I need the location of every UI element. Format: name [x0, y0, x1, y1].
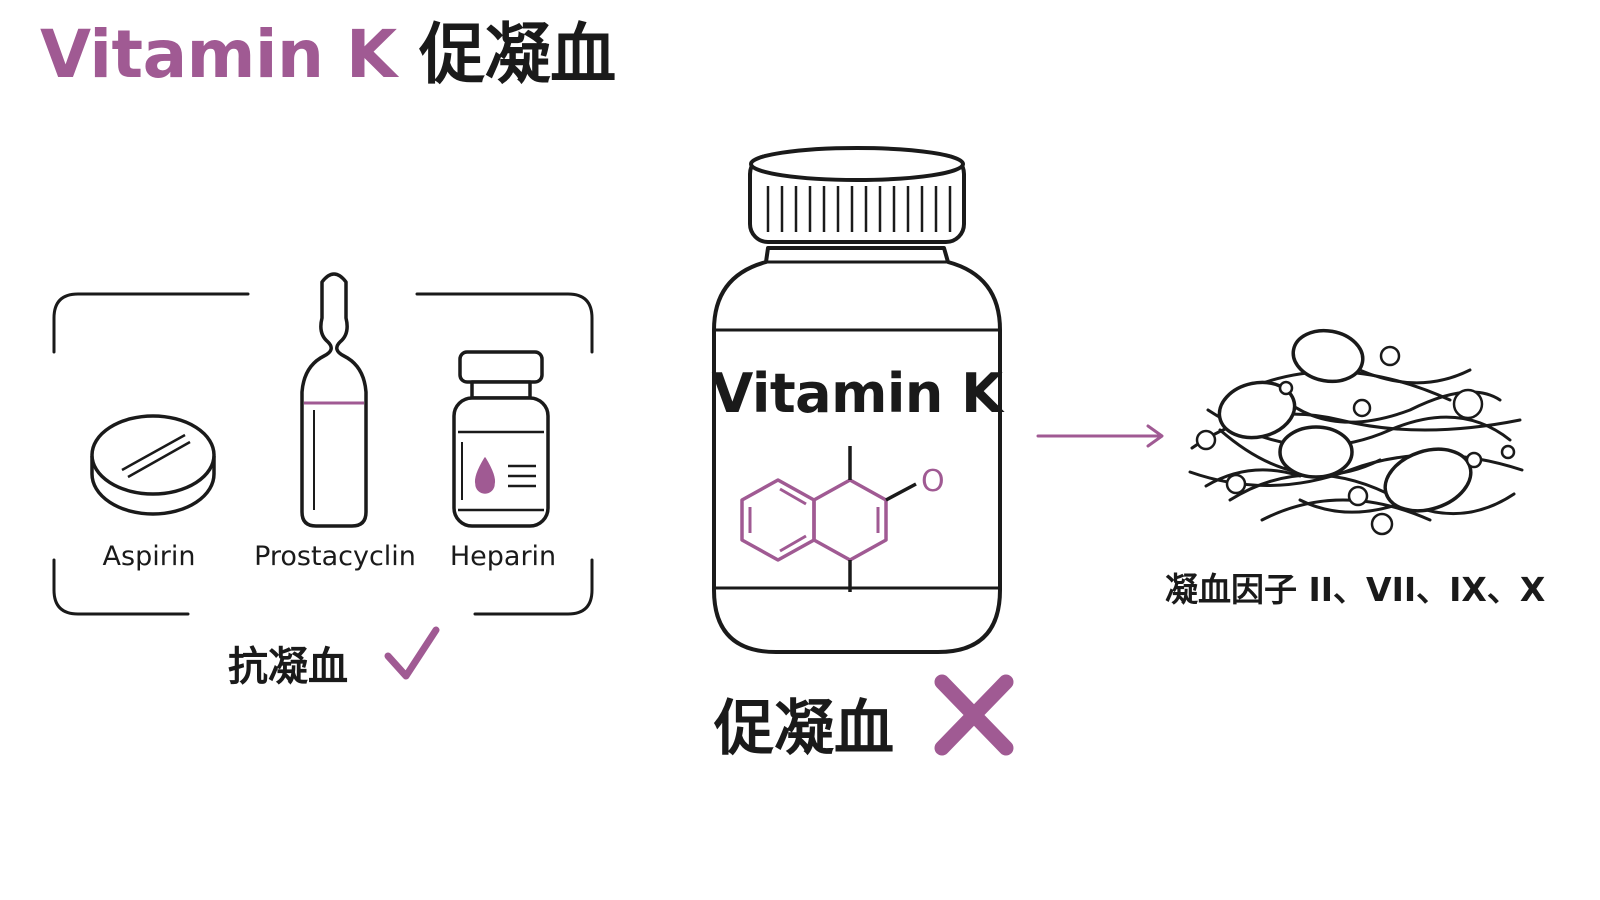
heparin-label: Heparin [449, 541, 557, 572]
title-vitamin-k: Vitamin K [40, 16, 397, 93]
aspirin-label: Aspirin [102, 541, 196, 572]
vitamin-k-molecule-icon [740, 446, 917, 592]
aspirin-tablet-icon [90, 414, 216, 516]
heparin-vial-icon [452, 350, 550, 528]
prostacyclin-ampoule-icon [300, 272, 368, 528]
check-mark-icon [384, 626, 440, 680]
clotting-factors-label: 凝血因子 II、VII、IX、X [1165, 570, 1546, 609]
prostacyclin-label: Prostacyclin [254, 541, 416, 572]
page-title: Vitamin K 促凝血 [40, 22, 616, 88]
anticoagulant-caption: 抗凝血 [228, 644, 348, 690]
anticoagulant-bracket [52, 292, 594, 616]
molecule-oxygen-label: O [921, 464, 945, 499]
blood-clot-icon [1188, 328, 1524, 536]
arrow-right-icon [1036, 424, 1164, 448]
title-procoagulant: 促凝血 [396, 16, 616, 93]
vitamin-k-bottle-icon [712, 146, 1002, 654]
procoagulant-caption: 促凝血 [714, 694, 894, 764]
x-mark-icon [934, 674, 1014, 756]
bottle-label: Vitamin K [711, 362, 1003, 425]
